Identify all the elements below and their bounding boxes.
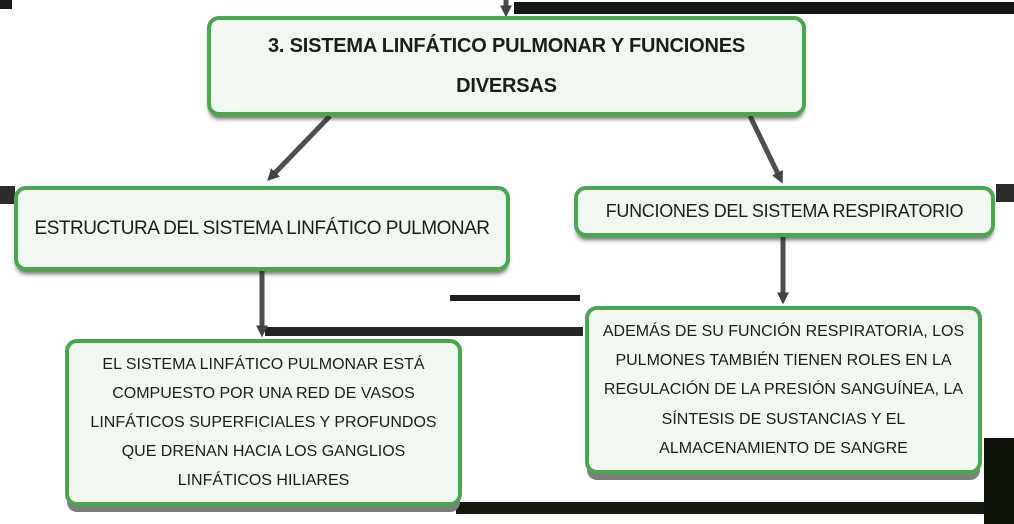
edge-artifact-bottom-band [456, 502, 1014, 514]
edge-artifact-dash [450, 295, 580, 301]
node-title-label: 3. SISTEMA LINFÁTICO PULMONAR Y FUNCIONE… [267, 35, 745, 97]
node-title[interactable]: 3. SISTEMA LINFÁTICO PULMONAR Y FUNCIONE… [207, 16, 806, 116]
node-estructura-label: ESTRUCTURA DEL SISTEMA LINFÁTICO PULMONA… [34, 217, 490, 239]
connector-root-to-left [267, 114, 332, 182]
node-funciones-detalle[interactable]: ADEMÁS DE SU FUNCIÓN RESPIRATORIA, LOS P… [585, 306, 982, 474]
node-estructura-detalle-label: EL SISTEMA LINFÁTICO PULMONAR ESTÁ COMPU… [90, 355, 437, 490]
edge-artifact-left-nub [0, 186, 15, 204]
edge-artifact-right-column [984, 438, 1014, 524]
node-funciones-label: FUNCIONES DEL SISTEMA RESPIRATORIO [605, 201, 964, 221]
edge-artifact-top-strip [514, 2, 1014, 14]
edge-artifact-dash [265, 327, 583, 336]
node-funciones-detalle-label: ADEMÁS DE SU FUNCIÓN RESPIRATORIA, LOS P… [602, 323, 965, 457]
node-funciones[interactable]: FUNCIONES DEL SISTEMA RESPIRATORIO [574, 186, 995, 237]
node-estructura-detalle[interactable]: EL SISTEMA LINFÁTICO PULMONAR ESTÁ COMPU… [65, 339, 462, 506]
node-estructura[interactable]: ESTRUCTURA DEL SISTEMA LINFÁTICO PULMONA… [14, 186, 510, 271]
edge-artifact-right-nub [996, 184, 1014, 202]
connector-root-to-right [747, 114, 783, 184]
edge-artifact-top-left [0, 0, 12, 9]
